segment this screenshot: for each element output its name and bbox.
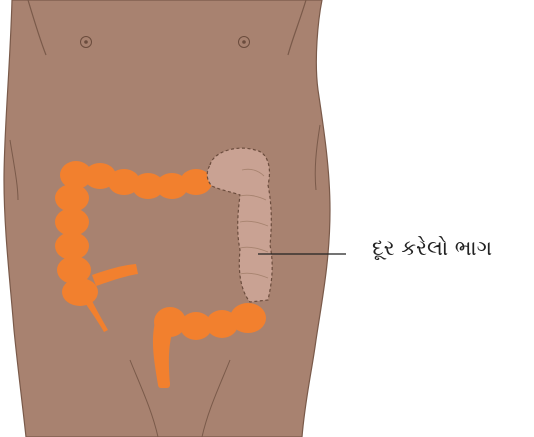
removed-part-label: દૂર કરેલો ભાગ — [372, 236, 492, 261]
